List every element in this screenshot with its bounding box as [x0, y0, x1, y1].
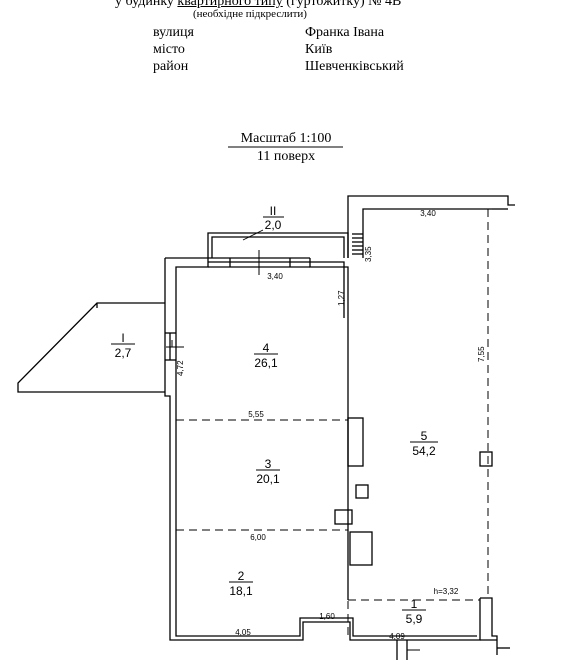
room-2: 2 18,1: [229, 569, 253, 598]
room-II: II 2,0: [242, 204, 284, 241]
dim-4-05: 4,05: [235, 628, 251, 637]
axis-marks: [166, 250, 420, 651]
room-4-id: 4: [263, 341, 270, 355]
title-number: № 4В: [368, 0, 402, 9]
partitions: [176, 209, 489, 636]
scale-label: Масштаб 1:100: [241, 131, 332, 146]
title-prefix: у будинку: [115, 0, 174, 9]
floor-label: 11 поверх: [257, 149, 315, 164]
room-4: 4 26,1: [254, 341, 278, 370]
dim-3-40-top: 3,40: [420, 209, 436, 218]
room-II-area: 2,0: [265, 218, 282, 232]
dim-7-55: 7,55: [477, 346, 486, 362]
document-title: у будинку квартирного типу (гуртожитку) …: [115, 0, 401, 10]
underline-note: (необхідне підкреслити): [193, 8, 307, 20]
room-I-area: 2,7: [115, 346, 132, 360]
city-value: Київ: [305, 42, 333, 57]
district-label: район: [153, 59, 189, 74]
room-2-area: 18,1: [229, 584, 253, 598]
room-II-id: II: [270, 204, 277, 218]
dim-5-55: 5,55: [248, 410, 264, 419]
room-I-id: I: [121, 331, 124, 345]
room-3: 3 20,1: [256, 457, 280, 486]
room-1-id: 1: [411, 597, 418, 611]
room-5-id: 5: [421, 429, 428, 443]
dim-h-3-32: h=3,32: [434, 587, 459, 596]
dim-1-27: 1,27: [337, 290, 346, 306]
dim-3-40-mid: 3,40: [267, 272, 283, 281]
dim-1-60: 1,60: [319, 612, 335, 621]
street-label: вулиця: [153, 25, 194, 40]
room-1: 1 5,9: [402, 597, 426, 626]
room-3-id: 3: [265, 457, 272, 471]
title-option-dorm: (гуртожитку): [286, 0, 365, 9]
dim-4-72: 4,72: [176, 360, 185, 376]
room-3-area: 20,1: [256, 472, 280, 486]
dim-3-35: 3,35: [364, 246, 373, 262]
room-5-area: 54,2: [412, 444, 436, 458]
room-I: I 2,7: [111, 331, 135, 360]
district-value: Шевченківський: [305, 59, 404, 74]
city-label: місто: [153, 42, 185, 57]
dim-6-00: 6,00: [250, 533, 266, 542]
room-1-area: 5,9: [406, 612, 423, 626]
title-option-apartment: квартирного типу: [177, 0, 283, 9]
room-5: 5 54,2: [410, 429, 438, 458]
room-2-id: 2: [238, 569, 245, 583]
street-value: Франка Івана: [305, 25, 385, 40]
room-4-area: 26,1: [254, 356, 278, 370]
dim-4-09: 4,09: [389, 632, 405, 641]
